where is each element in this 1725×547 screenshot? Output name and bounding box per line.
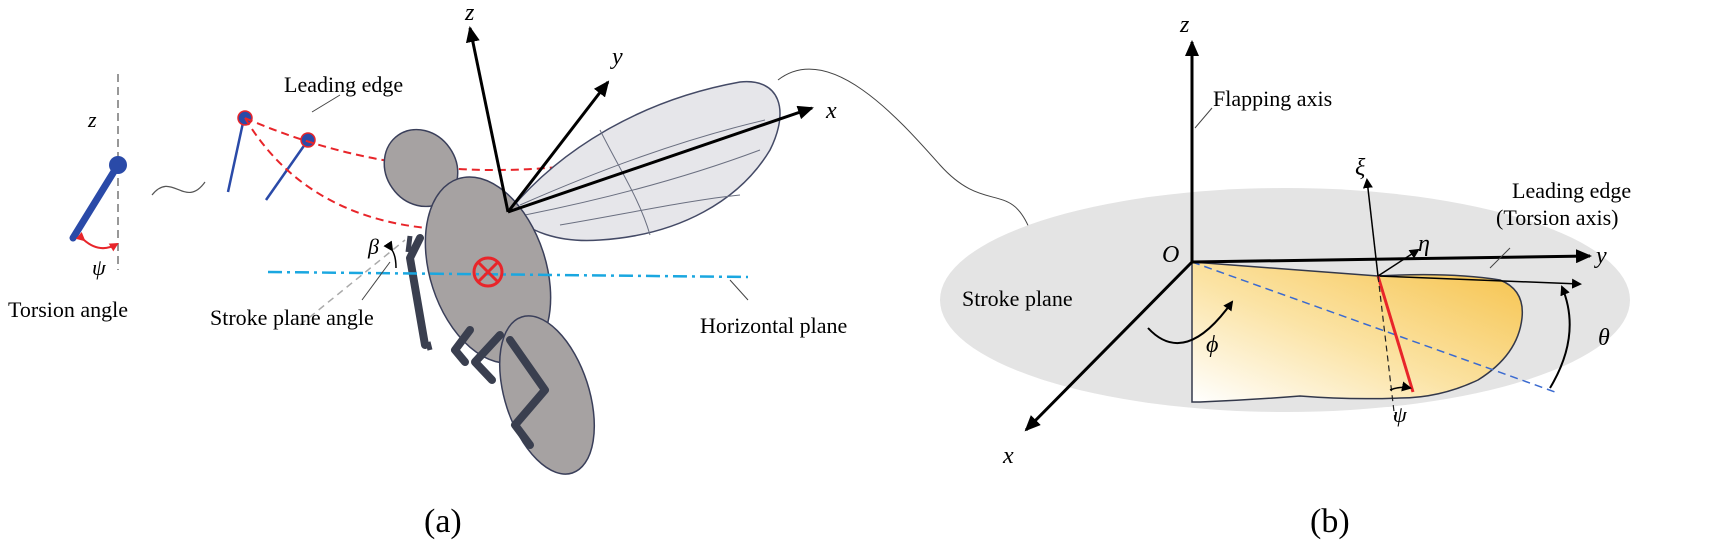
- x-axis-label-b: x: [1002, 443, 1014, 469]
- leading-edge-markers: Leading edge: [226, 72, 403, 201]
- eta-label: η: [1418, 231, 1430, 257]
- torsion-angle-inset: z ψ Torsion angle: [8, 74, 128, 322]
- theta-label: θ: [1598, 325, 1610, 351]
- psi-label-a: ψ: [92, 255, 106, 280]
- leading-edge-dot-2: [300, 132, 316, 148]
- y-axis-label-a: y: [610, 44, 623, 70]
- origin-label: O: [1162, 242, 1179, 268]
- z-axis-label-a: z: [464, 0, 475, 26]
- psi-arc: [75, 232, 119, 252]
- flapping-axis-label: Flapping axis: [1213, 86, 1332, 111]
- phi-arc: [1147, 300, 1234, 345]
- horizontal-plane-label: Horizontal plane: [700, 313, 847, 338]
- stroke-plane-line: [299, 239, 406, 326]
- psi-label-b: ψ: [1393, 402, 1407, 427]
- panel-connector-curve: [777, 68, 1031, 231]
- leading-edge-extension: [1377, 275, 1582, 289]
- leading-edge-label-b-1: Leading edge: [1512, 178, 1631, 203]
- y-axis-label-b: y: [1594, 243, 1607, 269]
- z-axis-a: [465, 26, 510, 213]
- panel-b: ξ η ψ θ ϕ z y x O Flapping axis Leading …: [940, 12, 1631, 540]
- flapping-axis-pointer: [1194, 107, 1213, 129]
- body-axes: z y x: [464, 0, 837, 214]
- y-axis-a: [506, 80, 610, 213]
- leading-edge-pointer-b: [1489, 247, 1511, 269]
- stroke-plane-label: Stroke plane: [962, 286, 1073, 311]
- stroke-plane-pointer: [361, 261, 391, 301]
- eta-axis: [1377, 248, 1420, 277]
- psi-arc-b: [1389, 381, 1412, 392]
- insect-legs: [406, 234, 549, 449]
- theta-arc: [1549, 285, 1571, 389]
- y-axis-b: [1191, 249, 1592, 264]
- leading-edge-label-b-2: (Torsion axis): [1496, 205, 1619, 230]
- beta-label: β: [367, 234, 379, 259]
- connector-squiggle-a: [151, 181, 206, 196]
- z-axis-label-b: z: [1179, 12, 1190, 38]
- insect-leg-details: [405, 235, 433, 351]
- leading-edge-pointer: [311, 94, 341, 113]
- x-axis-label-a: x: [825, 98, 837, 124]
- torsion-pivot: [109, 156, 127, 174]
- xi-label: ξ: [1355, 155, 1366, 181]
- panel-a: z ψ Torsion angle Leading edge: [8, 0, 847, 540]
- horizontal-plane-pointer: [729, 279, 749, 301]
- torsion-link: [69, 161, 122, 242]
- leading-edge-label-a: Leading edge: [284, 72, 403, 97]
- wing-planform: [1191, 261, 1524, 403]
- wing-section-line: [1376, 275, 1415, 393]
- center-of-mass-symbol: [472, 256, 504, 288]
- caption-b: (b): [1310, 503, 1350, 540]
- torsion-angle-label: Torsion angle: [8, 297, 128, 322]
- stroke-plane-angle-label: Stroke plane angle: [210, 305, 374, 330]
- leading-edge-link-1: [226, 117, 246, 193]
- section-dashed-normal: [1377, 275, 1396, 421]
- z-small-label: z: [87, 107, 97, 132]
- wing-veins: [519, 119, 766, 236]
- beta-arc: [383, 240, 397, 269]
- insect-wing: [509, 81, 781, 242]
- caption-a: (a): [424, 503, 462, 540]
- phi-label: ϕ: [1206, 332, 1218, 358]
- x-axis-a: [507, 105, 814, 214]
- x-axis-b: [1024, 260, 1194, 432]
